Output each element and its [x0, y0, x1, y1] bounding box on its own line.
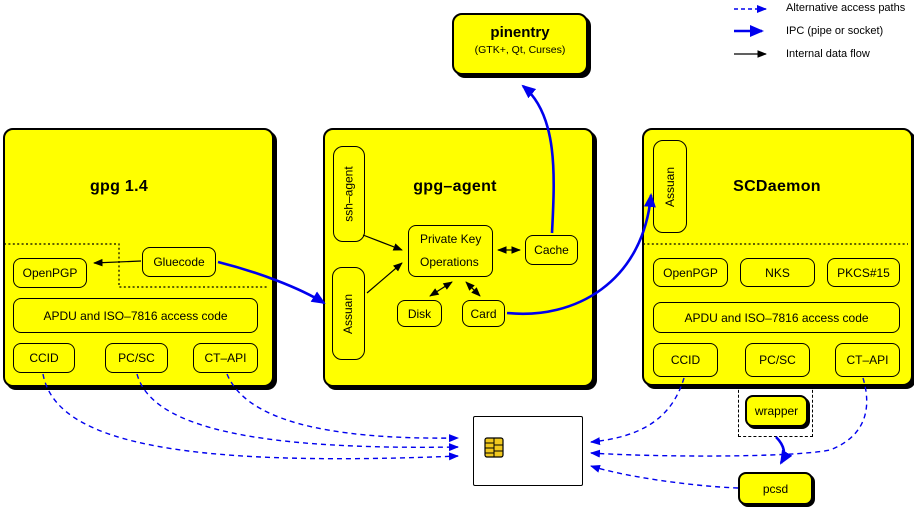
private-key-line2: Operations	[420, 255, 479, 269]
legend-ipc-label: IPC (pipe or socket)	[786, 25, 884, 37]
cache-box: Cache	[525, 235, 578, 265]
pinentry-title: pinentry	[490, 24, 550, 41]
gpg-agent-ssh-agent-box: ssh–agent	[333, 146, 365, 242]
pinentry-box: pinentry (GTK+, Qt, Curses)	[452, 13, 588, 75]
gpg14-gluecode-box: Gluecode	[142, 247, 216, 277]
scdaemon-openpgp-box: OpenPGP	[653, 258, 728, 287]
ssh-agent-label: ssh–agent	[342, 166, 357, 222]
scdaemon-ccid-box: CCID	[653, 343, 718, 377]
pcsd-box: pcsd	[738, 472, 813, 505]
gpg-agent-assuan-box: Assuan	[332, 267, 365, 360]
gpg14-apdu-box: APDU and ISO–7816 access code	[13, 298, 258, 333]
dashed-scdaemon-ctapi-to-card	[590, 377, 868, 458]
legend-alternative-access-label: Alternative access paths	[786, 2, 906, 14]
arrow-ipc-wrapper-to-pcsd	[775, 436, 793, 465]
scdaemon-ctapi-box: CT–API	[835, 343, 900, 377]
legend-internal-flow-label: Internal data flow	[786, 48, 870, 60]
private-key-operations-box: Private Key Operations	[408, 225, 493, 277]
card-box: Card	[462, 300, 505, 327]
private-key-line1: Private Key	[420, 232, 482, 247]
scdaemon-apdu-box: APDU and ISO–7816 access code	[653, 302, 900, 333]
gpg14-openpgp-box: OpenPGP	[13, 258, 87, 288]
scdaemon-title: SCDaemon	[733, 178, 821, 195]
gpg-agent-title: gpg–agent	[413, 178, 497, 195]
wrapper-box: wrapper	[745, 395, 808, 427]
gpg14-title: gpg 1.4	[89, 178, 149, 195]
scdaemon-assuan-box: Assuan	[653, 140, 687, 233]
dashed-scdaemon-ccid-to-card	[590, 377, 685, 446]
gpg14-pcsc-box: PC/SC	[105, 343, 168, 373]
gpg-agent-assuan-label: Assuan	[341, 293, 356, 334]
scdaemon-pcsc-box: PC/SC	[745, 343, 810, 377]
gpg14-ccid-box: CCID	[13, 343, 75, 373]
pinentry-subtitle: (GTK+, Qt, Curses)	[474, 44, 566, 56]
scdaemon-pkcs15-box: PKCS#15	[827, 258, 900, 287]
disk-box: Disk	[397, 300, 442, 327]
dashed-pcsd-to-card	[590, 464, 739, 489]
scdaemon-nks-box: NKS	[740, 258, 815, 287]
gpg14-ctapi-box: CT–API	[193, 343, 258, 373]
scdaemon-assuan-label: Assuan	[663, 166, 677, 207]
smartcard	[473, 416, 583, 486]
